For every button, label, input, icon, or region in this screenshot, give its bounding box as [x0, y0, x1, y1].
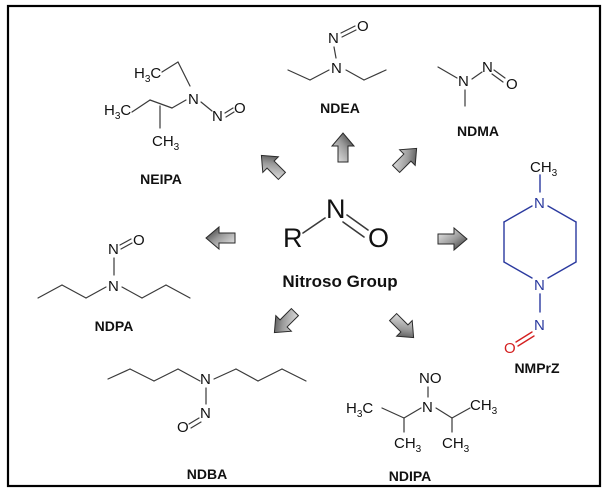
center-n-atom: N	[326, 194, 346, 224]
svg-text:CH3: CH3	[152, 133, 180, 153]
svg-text:N: N	[108, 278, 119, 295]
svg-text:O: O	[177, 419, 189, 436]
ndea-structure: N O N	[287, 18, 387, 81]
svg-text:CH3: CH3	[470, 397, 498, 417]
svg-text:N: N	[212, 108, 223, 125]
arrow-to-neipa	[253, 147, 291, 185]
arrow-to-nmprz	[437, 227, 468, 251]
svg-text:O: O	[504, 340, 516, 357]
nmprz-label: NMPrZ	[514, 360, 560, 376]
svg-text:CH3: CH3	[530, 159, 558, 179]
svg-text:H3C: H3C	[346, 400, 373, 420]
center-o-atom: O	[368, 223, 389, 253]
svg-text:H3C: H3C	[134, 65, 161, 85]
ndpa-label: NDPA	[95, 318, 134, 334]
svg-text:N: N	[200, 371, 211, 388]
arrow-to-ndba	[266, 303, 304, 341]
nitroso-group-structure: R N O	[283, 194, 389, 253]
svg-text:N: N	[328, 30, 339, 47]
arrow-to-ndma	[387, 140, 425, 178]
ndba-label: NDBA	[187, 466, 227, 482]
arrow-to-ndpa	[205, 226, 236, 250]
svg-text:CH3: CH3	[442, 435, 470, 455]
ndipa-label: NDIPA	[389, 468, 432, 484]
svg-text:O: O	[234, 100, 246, 117]
svg-text:N: N	[422, 399, 433, 416]
ndea-label: NDEA	[320, 100, 360, 116]
diagram-frame	[6, 4, 602, 488]
svg-text:NO: NO	[419, 370, 442, 387]
svg-text:N: N	[188, 91, 199, 108]
svg-text:H3C: H3C	[104, 102, 131, 122]
svg-text:O: O	[133, 232, 145, 249]
svg-text:N: N	[331, 60, 342, 77]
center-r-atom: R	[283, 223, 303, 253]
svg-text:N: N	[108, 241, 119, 258]
svg-text:N: N	[534, 195, 545, 212]
svg-text:N: N	[458, 73, 469, 90]
svg-text:N: N	[482, 59, 493, 76]
arrow-to-ndea	[331, 132, 355, 163]
nmprz-structure: CH3 N N N O	[503, 159, 577, 357]
ndba-structure: N N O	[107, 368, 307, 436]
svg-text:O: O	[506, 76, 518, 93]
arrow-to-ndipa	[384, 308, 422, 346]
neipa-structure: H3C N H3C CH3 N O	[104, 61, 246, 153]
ndpa-structure: N O N	[37, 232, 191, 299]
svg-text:N: N	[534, 317, 545, 334]
svg-text:N: N	[200, 405, 211, 422]
ndma-structure: N N O	[437, 59, 518, 107]
neipa-label: NEIPA	[140, 171, 182, 187]
svg-text:N: N	[534, 277, 545, 294]
ndipa-structure: NO N H3C CH3 CH3 CH3	[346, 370, 498, 455]
svg-text:CH3: CH3	[394, 435, 422, 455]
nitroso-group-label: Nitroso Group	[282, 272, 397, 291]
svg-text:O: O	[357, 18, 369, 35]
ndma-label: NDMA	[457, 123, 499, 139]
